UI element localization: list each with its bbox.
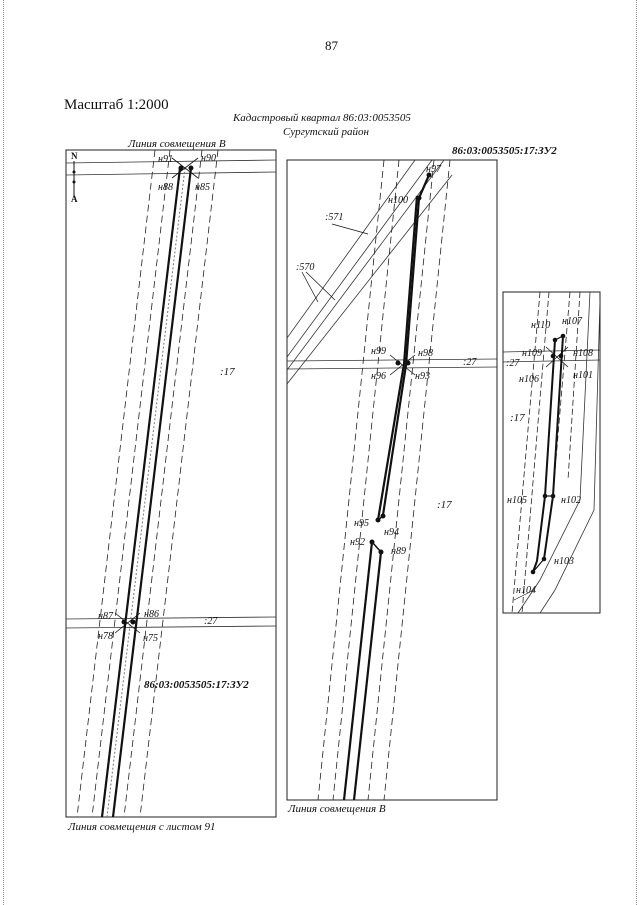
scale-label: Масштаб 1:2000 [64, 97, 169, 113]
frame-1-content [66, 150, 276, 817]
corridor-dashed-line [123, 150, 203, 817]
frame-3-content [503, 292, 600, 613]
parcel-label-17: :17 [220, 366, 235, 378]
road-edge-line [66, 616, 276, 620]
corridor-dashed-line [76, 150, 156, 817]
point-label-n108: н108 [573, 348, 593, 359]
point-label-n93: н93 [415, 371, 430, 382]
point-label-n110: н110 [531, 320, 550, 331]
frame1-top-caption: Линия совмещения В [128, 138, 226, 150]
point-label-n88: н88 [158, 182, 173, 193]
vertex-n87 [121, 619, 127, 625]
parcel-label-570: :570 [296, 262, 314, 273]
corridor-dashed-line [139, 150, 219, 817]
frame-2-content [287, 160, 497, 800]
vertex-n86 [130, 619, 136, 625]
frame2-bottom-caption: Линия совмещения В [288, 803, 386, 815]
point-label-n101: н101 [573, 370, 593, 381]
cadastral-quarter-title: Кадастровый квартал 86:03:0053505 [233, 112, 411, 124]
point-label-n106: н106 [519, 374, 539, 385]
frame-1-border [65, 149, 277, 818]
point-label-n104: н104 [516, 585, 536, 596]
plot-boundary-line [111, 167, 193, 817]
point-label-n99: н99 [371, 346, 386, 357]
parcel-label-27-frame3: :27 [506, 358, 520, 369]
point-label-n96: н96 [371, 371, 386, 382]
frame1-bottom-caption: Линия совмещения с листом 91 [68, 821, 216, 833]
point-label-n102: н102 [561, 495, 581, 506]
point-label-n94: н94 [384, 527, 399, 538]
point-label-n86: н86 [144, 609, 159, 620]
point-label-n75: н75 [143, 633, 158, 644]
point-label-n78: н78 [98, 631, 113, 642]
point-label-n107: н107 [562, 316, 583, 327]
parcel-label-27-frame2: :27 [463, 357, 477, 368]
road-edge-line [66, 159, 276, 164]
frame-2-border [286, 159, 498, 801]
south-letter: A [71, 194, 78, 204]
road-edge-line [66, 625, 276, 629]
point-label-n89: н89 [391, 546, 406, 557]
road-edge-line [66, 171, 276, 176]
point-label-n98: н98 [418, 348, 433, 359]
point-label-n95: н95 [354, 518, 369, 529]
point-label-n87: н87 [98, 611, 114, 622]
point-label-n100: н100 [388, 195, 408, 206]
scan-left-edge [0, 0, 4, 905]
point-label-n90: н90 [201, 153, 216, 164]
plot-id-label-frame1: 86:03:0053505:17:ЗУ2 [144, 679, 249, 691]
page-number: 87 [325, 38, 338, 53]
point-label-n91: н91 [158, 154, 173, 165]
scan-right-edge [636, 0, 640, 905]
vertex-n90 [188, 165, 194, 171]
plot-id-label-frame2: 86:03:0053505:17:ЗУ2 [452, 145, 557, 157]
frame-3-border [502, 291, 601, 614]
point-label-n105: н105 [507, 495, 527, 506]
point-label-n109: н109 [522, 348, 542, 359]
vertex-n91 [178, 165, 184, 171]
north-letter: N [71, 151, 78, 161]
plot-boundary-line [100, 167, 182, 817]
point-label-n103: н103 [554, 556, 574, 567]
parcel-label-27: :27 [204, 616, 218, 627]
parcel-label-17-frame2: :17 [437, 499, 452, 511]
corridor-dashed-line [91, 150, 171, 817]
parcel-label-17-frame3: :17 [510, 412, 525, 424]
point-label-n97: н97 [426, 164, 442, 175]
district-subtitle: Сургутский район [283, 126, 369, 138]
parcel-label-571: :571 [325, 212, 343, 223]
point-label-n92: н92 [350, 537, 365, 548]
point-label-n85: н85 [195, 182, 210, 193]
strip-hatch-line [106, 167, 186, 817]
